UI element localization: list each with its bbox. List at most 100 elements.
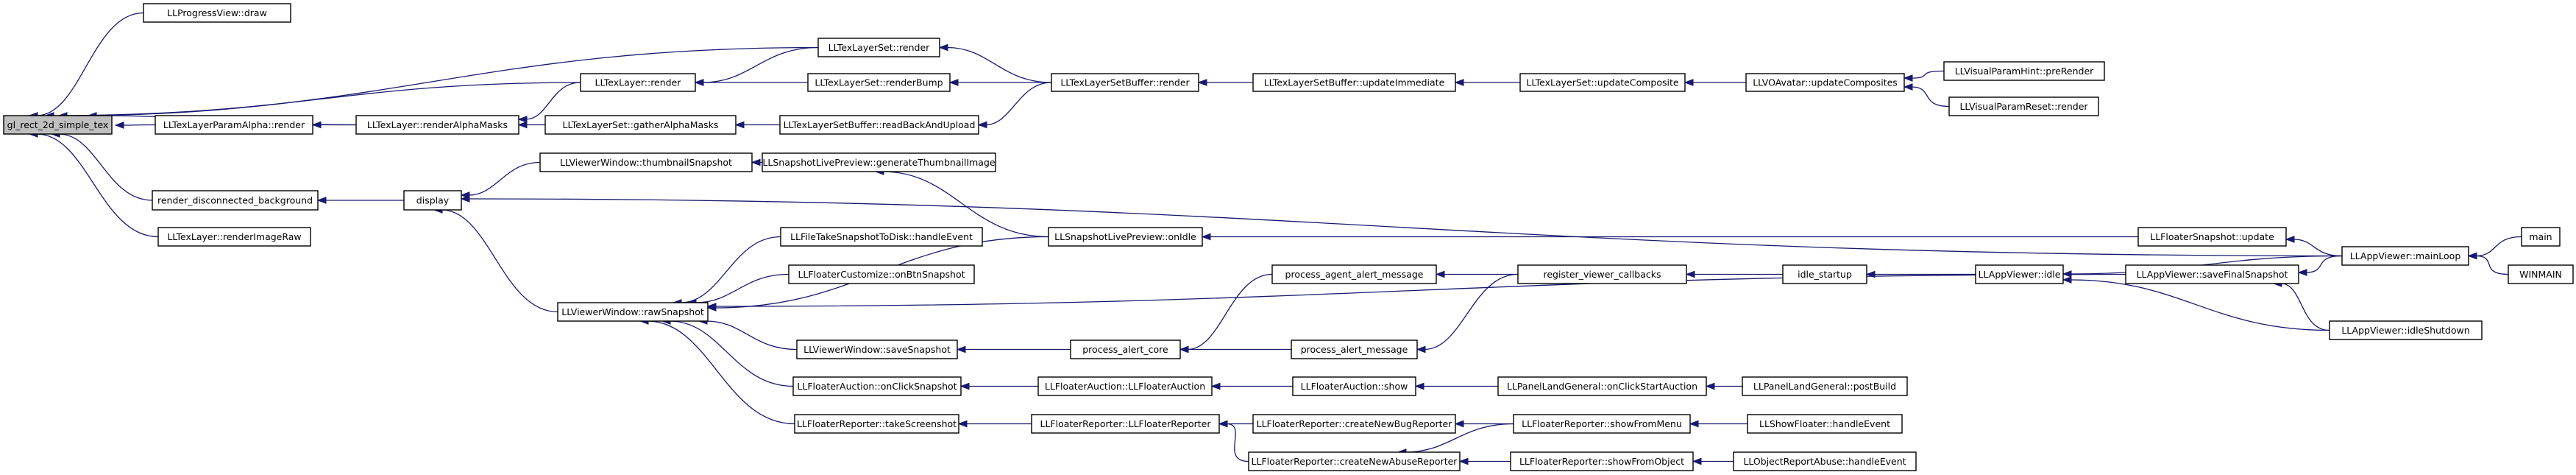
edge-line <box>525 82 581 120</box>
node-llappviewer-idleshutdown[interactable]: LLAppViewer::idleShutdown <box>2329 320 2483 340</box>
node-llfloaterreporter-showfrommenu[interactable]: LLFloaterReporter::showFromMenu <box>1513 414 1691 434</box>
node-label: LLProgressView::draw <box>167 7 267 18</box>
node-label: LLTexLayerSetBuffer::readBackAndUpload <box>784 119 976 130</box>
edge-n25-n39 <box>959 382 1038 390</box>
node-llfiletakesnapshottodisk-handleevent[interactable]: LLFileTakeSnapshotToDisk::handleEvent <box>780 227 983 247</box>
node-box <box>1048 227 1203 247</box>
edge-line <box>1187 273 1273 351</box>
node-label: LLFloaterReporter::createNewBugReporter <box>1257 418 1453 429</box>
node-lltexlayerset-updatecomposite[interactable]: LLTexLayerSet::updateComposite <box>1519 73 1686 92</box>
edge-n8-n10 <box>948 79 1051 86</box>
node-process-alert-core[interactable]: process_alert_core <box>1070 339 1181 359</box>
node-box <box>580 73 696 92</box>
node-lltexlayersetbuffer-render[interactable]: LLTexLayerSetBuffer::render <box>1051 73 1199 92</box>
node-render-disconnected-background[interactable]: render_disconnected_background <box>152 190 319 211</box>
edge-line <box>1911 86 1950 108</box>
node-box <box>403 190 462 211</box>
node-llfloaterreporter-showfromobject[interactable]: LLFloaterReporter::showFromObject <box>1510 451 1694 471</box>
node-lltexlayer-renderalphamasks[interactable]: LLTexLayer::renderAlphaMasks <box>355 115 519 135</box>
node-llviewerwindow-rawsnapshot[interactable]: LLViewerWindow::rawSnapshot <box>557 302 709 322</box>
node-box <box>1742 376 1908 396</box>
node-llfloaterreporter-llfloaterreporter[interactable]: LLFloaterReporter::LLFloaterReporter <box>1031 414 1220 434</box>
node-llvisualparamhint-prerender[interactable]: LLVisualParamHint::preRender <box>1943 61 2105 81</box>
node-label: LLSnapshotLivePreview::onIdle <box>1054 231 1196 242</box>
edge-arrowhead <box>1705 382 1715 390</box>
node-label: LLFileTakeSnapshotToDisk::handleEvent <box>790 231 973 242</box>
node-gl-rect-2d-simple-tex[interactable]: gl_rect_2d_simple_tex <box>3 115 113 135</box>
node-llprogressview-draw[interactable]: LLProgressView::draw <box>143 3 291 23</box>
node-box <box>1513 414 1691 434</box>
node-label: LLFloaterReporter::LLFloaterReporter <box>1040 418 1212 429</box>
node-llsnapshotlivepreview-generatethumbnailimage[interactable]: LLSnapshotLivePreview::generateThumbnail… <box>762 152 996 172</box>
edge-root-n2 <box>57 82 581 119</box>
edge-line <box>882 171 1049 238</box>
node-llpanellandgeneral-onclickstartauction[interactable]: LLPanelLandGeneral::onClickStartAuction <box>1497 376 1707 396</box>
node-llappviewer-savefinalsnapshot[interactable]: LLAppViewer::saveFinalSnapshot <box>2125 264 2299 284</box>
edge-arrowhead <box>2062 270 2072 278</box>
node-llappviewer-idle[interactable]: LLAppViewer::idle <box>1975 264 2064 284</box>
edge-arrowhead <box>1685 270 1695 278</box>
node-box <box>1733 451 1917 471</box>
node-label: WINMAIN <box>2519 269 2562 280</box>
edge-n27-n28 <box>1179 273 1273 353</box>
node-box <box>780 227 983 247</box>
node-lltexlayerset-gatheralphamasks[interactable]: LLTexLayerSet::gatherAlphaMasks <box>544 115 737 135</box>
node-lltexlayerset-renderbump[interactable]: LLTexLayerSet::renderBump <box>807 73 951 92</box>
node-llfloatercustomize-onbtnsnapshot[interactable]: LLFloaterCustomize::onBtnSnapshot <box>788 264 975 284</box>
node-llvisualparamreset-render[interactable]: LLVisualParamReset::render <box>1948 96 2099 116</box>
node-idle-startup[interactable]: idle_startup <box>1782 264 1867 284</box>
node-llsnapshotlivepreview-onidle[interactable]: LLSnapshotLivePreview::onIdle <box>1048 227 1203 247</box>
node-lltexlayer-render[interactable]: LLTexLayer::render <box>580 73 696 92</box>
node-llviewerwindow-thumbnailsnapshot[interactable]: LLViewerWindow::thumbnailSnapshot <box>539 152 753 172</box>
node-lltexlayersetbuffer-updateimmediate[interactable]: LLTexLayerSetBuffer::updateImmediate <box>1252 73 1456 92</box>
node-lltexlayersetbuffer-readbackandupload[interactable]: LLTexLayerSetBuffer::readBackAndUpload <box>779 115 979 135</box>
node-llfloaterauction-onclicksnapshot[interactable]: LLFloaterAuction::onClickSnapshot <box>792 376 962 396</box>
edge-n23-n33 <box>1201 233 2138 241</box>
edge-n7-n10 <box>938 43 1052 83</box>
edge-n14-n16 <box>1903 83 1950 108</box>
edge-n29-n30 <box>1416 273 1519 353</box>
node-lltexlayerset-render[interactable]: LLTexLayerSet::render <box>817 38 940 57</box>
node-llfloaterreporter-createnewbugreporter[interactable]: LLFloaterReporter::createNewBugReporter <box>1252 414 1456 434</box>
node-llpanellandgeneral-postbuild[interactable]: LLPanelLandGeneral::postBuild <box>1742 376 1908 396</box>
node-label: LLTexLayerParamAlpha::render <box>163 119 305 130</box>
node-lltexlayerparamalpha-render[interactable]: LLTexLayerParamAlpha::render <box>155 115 313 135</box>
edge-line <box>702 46 819 83</box>
node-llfloaterauction-show[interactable]: LLFloaterAuction::show <box>1292 376 1416 396</box>
node-llobjectreportabuse-handleevent[interactable]: LLObjectReportAbuse::handleEvent <box>1733 451 1917 471</box>
node-display[interactable]: display <box>403 190 462 211</box>
node-llvoavatar-updatecomposites[interactable]: LLVOAvatar::updateComposites <box>1745 73 1905 92</box>
edge-line <box>695 273 790 303</box>
edge-line <box>122 124 156 126</box>
node-llshowfloater-handleevent[interactable]: LLShowFloater::handleEvent <box>1747 414 1903 434</box>
edge-n11-n10 <box>977 82 1052 129</box>
node-label: LLViewerWindow::saveSnapshot <box>803 344 951 355</box>
node-register-viewer-callbacks[interactable]: register_viewer_callbacks <box>1517 264 1687 284</box>
node-label: gl_rect_2d_simple_tex <box>7 119 109 130</box>
node-box <box>762 152 996 172</box>
edge-line <box>669 320 794 387</box>
node-llfloatersnapshot-update[interactable]: LLFloaterSnapshot::update <box>2137 227 2287 247</box>
node-box <box>1519 73 1686 92</box>
edge-arrowhead <box>1435 270 1445 278</box>
node-llfloaterreporter-takescreenshot[interactable]: LLFloaterReporter::takeScreenshot <box>794 414 959 434</box>
node-winmain[interactable]: WINMAIN <box>2508 264 2574 284</box>
node-box <box>1271 264 1437 284</box>
node-box <box>794 414 959 434</box>
edge-arrowhead <box>114 122 124 129</box>
node-label: LLFloaterReporter::showFromObject <box>1519 456 1684 467</box>
node-main[interactable]: main <box>2521 227 2561 247</box>
node-process-agent-alert-message[interactable]: process_agent_alert_message <box>1271 264 1437 284</box>
node-label: idle_startup <box>1798 269 1852 280</box>
node-process-alert-message[interactable]: process_alert_message <box>1291 339 1418 359</box>
node-box <box>1747 414 1903 434</box>
node-llfloaterreporter-createnewabusereporter[interactable]: LLFloaterReporter::createNewAbuseReporte… <box>1248 451 1461 471</box>
edge-n43-n45 <box>1218 420 1249 462</box>
node-llappviewer-mainloop[interactable]: LLAppViewer::mainLoop <box>2341 246 2469 266</box>
node-lltexlayer-renderimageraw[interactable]: LLTexLayer::renderImageRaw <box>157 227 311 247</box>
node-llviewerwindow-savesnapshot[interactable]: LLViewerWindow::saveSnapshot <box>796 339 958 359</box>
node-llfloaterauction-llfloaterauction[interactable]: LLFloaterAuction::LLFloaterAuction <box>1037 376 1213 396</box>
edge-line <box>985 82 1052 126</box>
node-box <box>2125 264 2299 284</box>
edge-arrowhead <box>316 197 327 204</box>
